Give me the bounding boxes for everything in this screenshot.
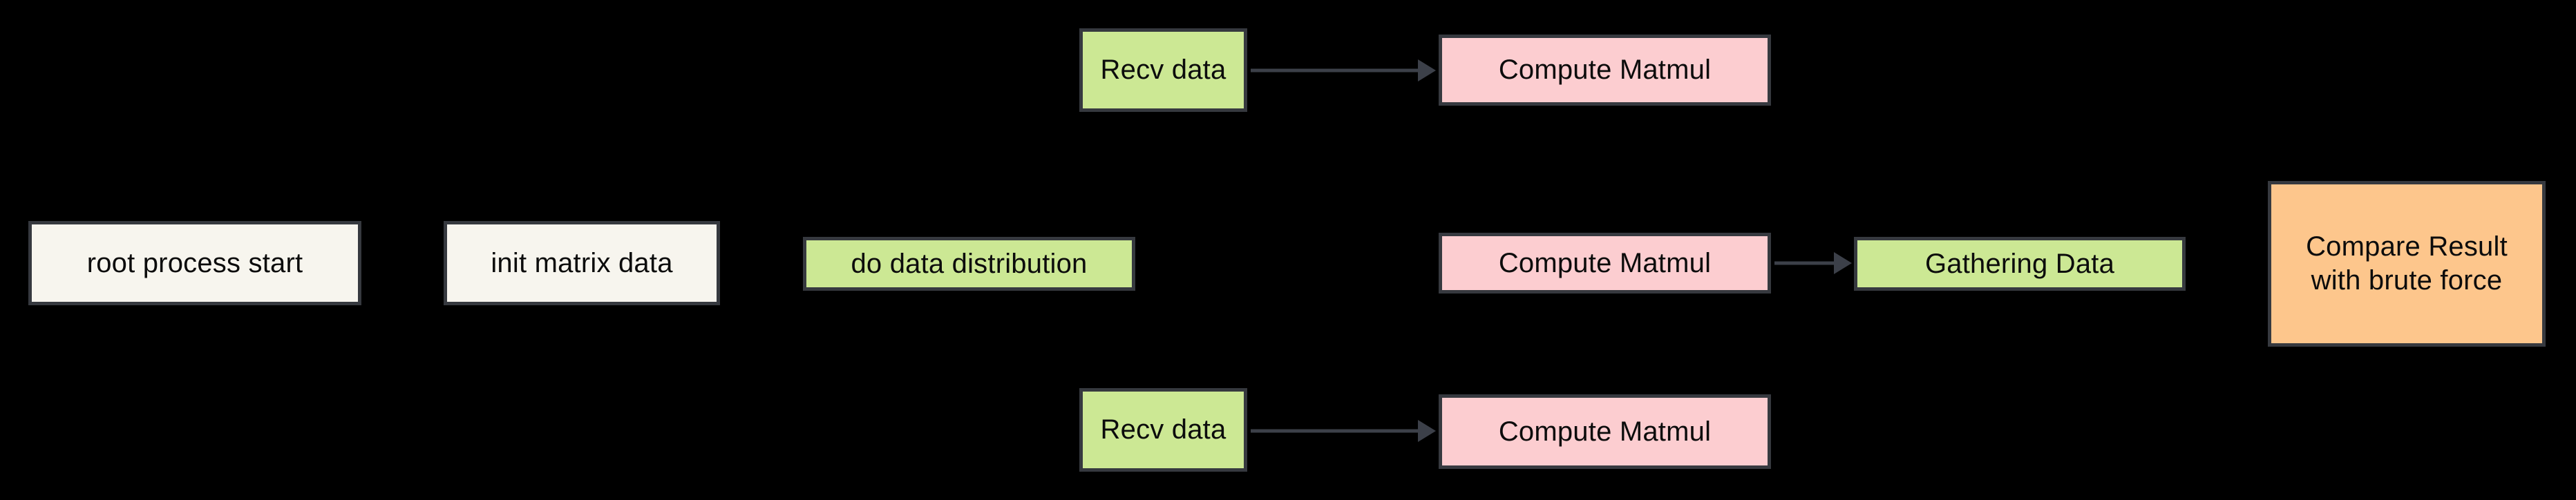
node-root-process-start[interactable]: root process start	[28, 221, 361, 305]
edge-line	[1774, 261, 1834, 265]
node-compare-result[interactable]: Compare Result with brute force	[2268, 181, 2546, 347]
node-compute-matmul-top[interactable]: Compute Matmul	[1439, 35, 1771, 106]
arrowhead-icon	[1418, 420, 1436, 442]
edge-line	[1251, 429, 1418, 433]
node-recv-data-top[interactable]: Recv data	[1079, 28, 1247, 112]
node-init-matrix-data[interactable]: init matrix data	[444, 221, 720, 305]
node-compute-matmul-bottom[interactable]: Compute Matmul	[1439, 394, 1771, 469]
node-recv-data-bottom[interactable]: Recv data	[1079, 388, 1247, 472]
node-do-data-distribution[interactable]: do data distribution	[803, 237, 1135, 291]
arrowhead-icon	[1834, 252, 1852, 274]
arrowhead-icon	[1418, 59, 1436, 81]
edge-line	[1251, 68, 1418, 73]
node-compute-matmul-mid[interactable]: Compute Matmul	[1439, 233, 1771, 294]
node-gathering-data[interactable]: Gathering Data	[1854, 237, 2186, 291]
